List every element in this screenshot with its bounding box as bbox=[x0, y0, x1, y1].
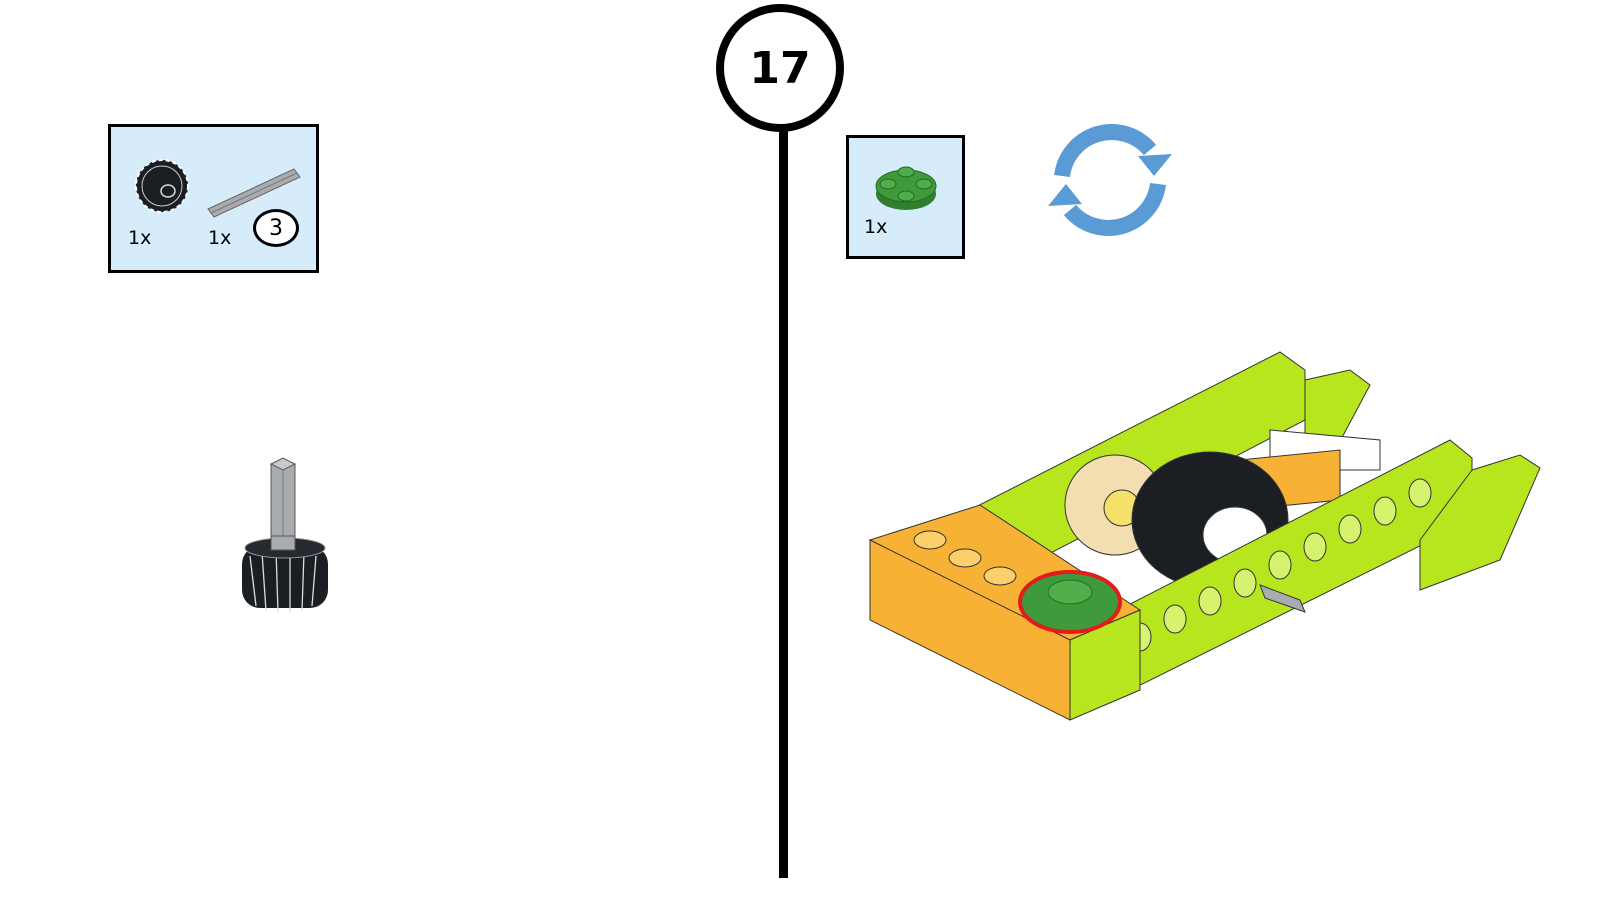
axle-quantity: 1x bbox=[208, 227, 232, 249]
round-plate-quantity: 1x bbox=[864, 216, 888, 238]
round-plate-part-icon bbox=[875, 166, 937, 210]
gear-quantity: 1x bbox=[128, 227, 152, 249]
axle-part-icon bbox=[207, 168, 301, 218]
gear-part-icon bbox=[135, 159, 189, 213]
step-number: 17 bbox=[716, 4, 844, 132]
parts-list-box: 1x 1x 3 bbox=[108, 124, 319, 273]
axle-length-badge: 3 bbox=[253, 209, 299, 247]
page-divider bbox=[779, 128, 788, 878]
rotate-model-icon bbox=[1048, 124, 1172, 236]
gear-on-axle-illustration bbox=[242, 457, 328, 613]
parts-list-box-right: 1x bbox=[846, 135, 965, 259]
model-assembly-illustration bbox=[868, 351, 1541, 721]
